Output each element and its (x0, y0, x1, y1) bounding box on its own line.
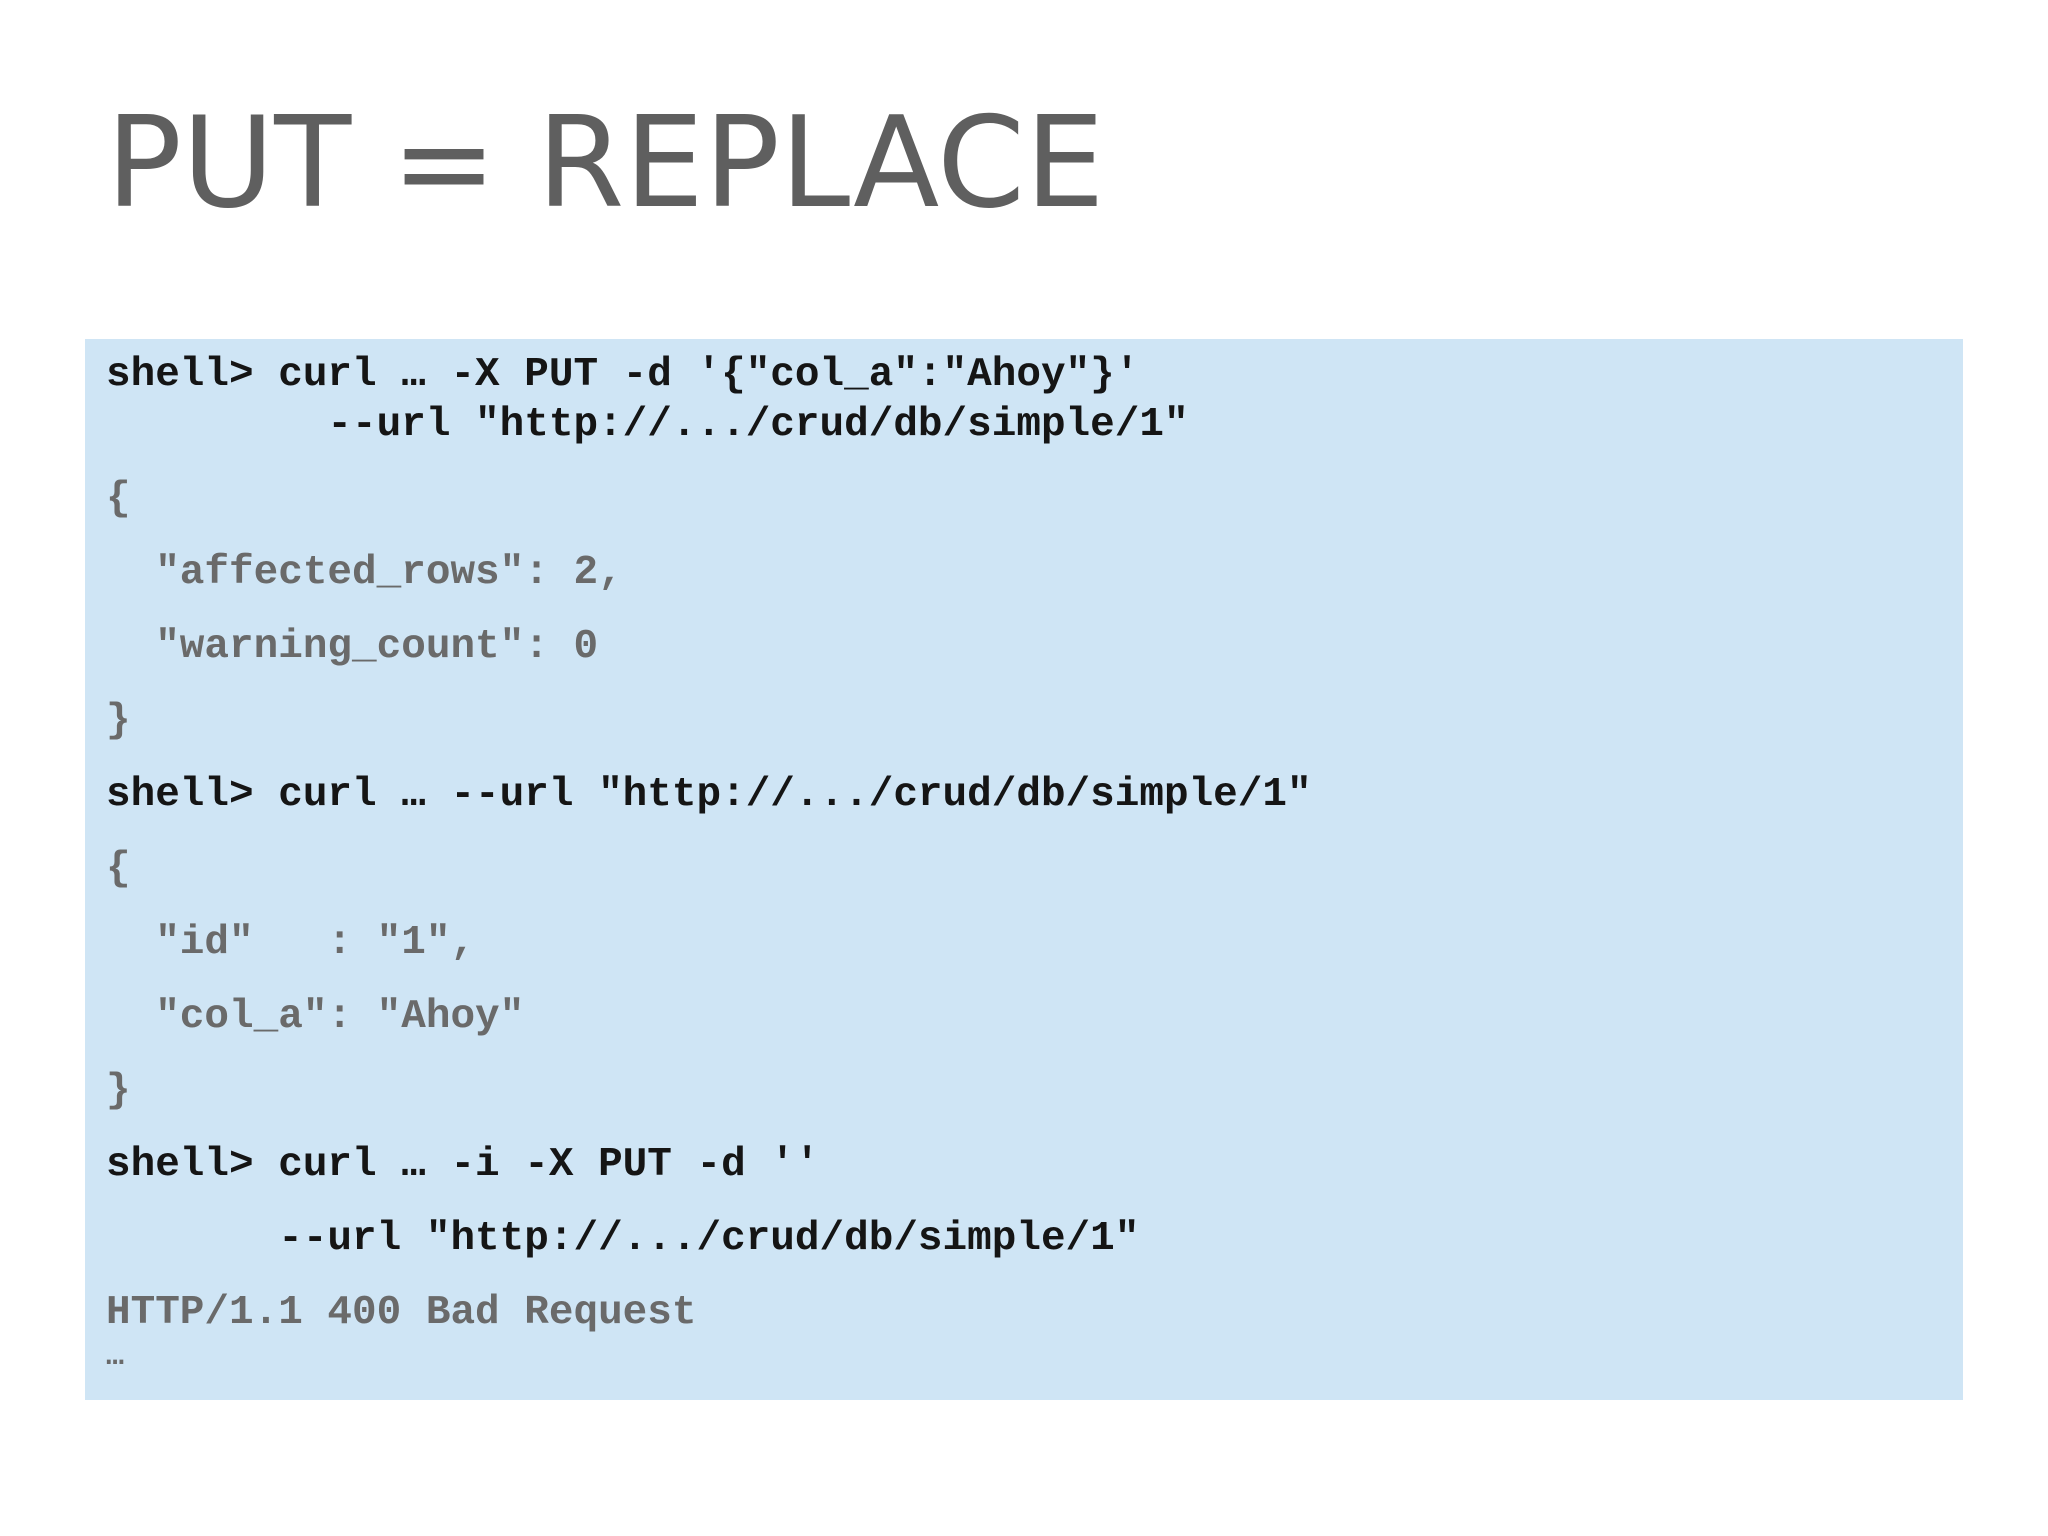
output-line: "id" : "1", (106, 920, 476, 966)
output-line: "warning_count": 0 (106, 624, 599, 670)
command-line: --url "http://.../crud/db/simple/1" (106, 402, 1189, 448)
output-line: } (106, 698, 131, 744)
slide-title: PUT = REPLACE (106, 89, 1105, 236)
command-line: shell> curl … -X PUT -d '{"col_a":"Ahoy"… (106, 352, 1140, 398)
output-line: { (106, 476, 131, 522)
command-line: --url "http://.../crud/db/simple/1" (106, 1216, 1140, 1262)
output-line: } (106, 1068, 131, 1114)
output-line: HTTP/1.1 400 Bad Request (106, 1290, 697, 1336)
code-block: shell> curl … -X PUT -d '{"col_a":"Ahoy"… (85, 339, 1963, 1400)
command-line: shell> curl … --url "http://.../crud/db/… (106, 772, 1312, 818)
output-line: "col_a": "Ahoy" (106, 994, 525, 1040)
output-ellipsis: … (106, 1340, 125, 1374)
output-line: { (106, 846, 131, 892)
command-line: shell> curl … -i -X PUT -d '' (106, 1142, 820, 1188)
output-line: "affected_rows": 2, (106, 550, 623, 596)
